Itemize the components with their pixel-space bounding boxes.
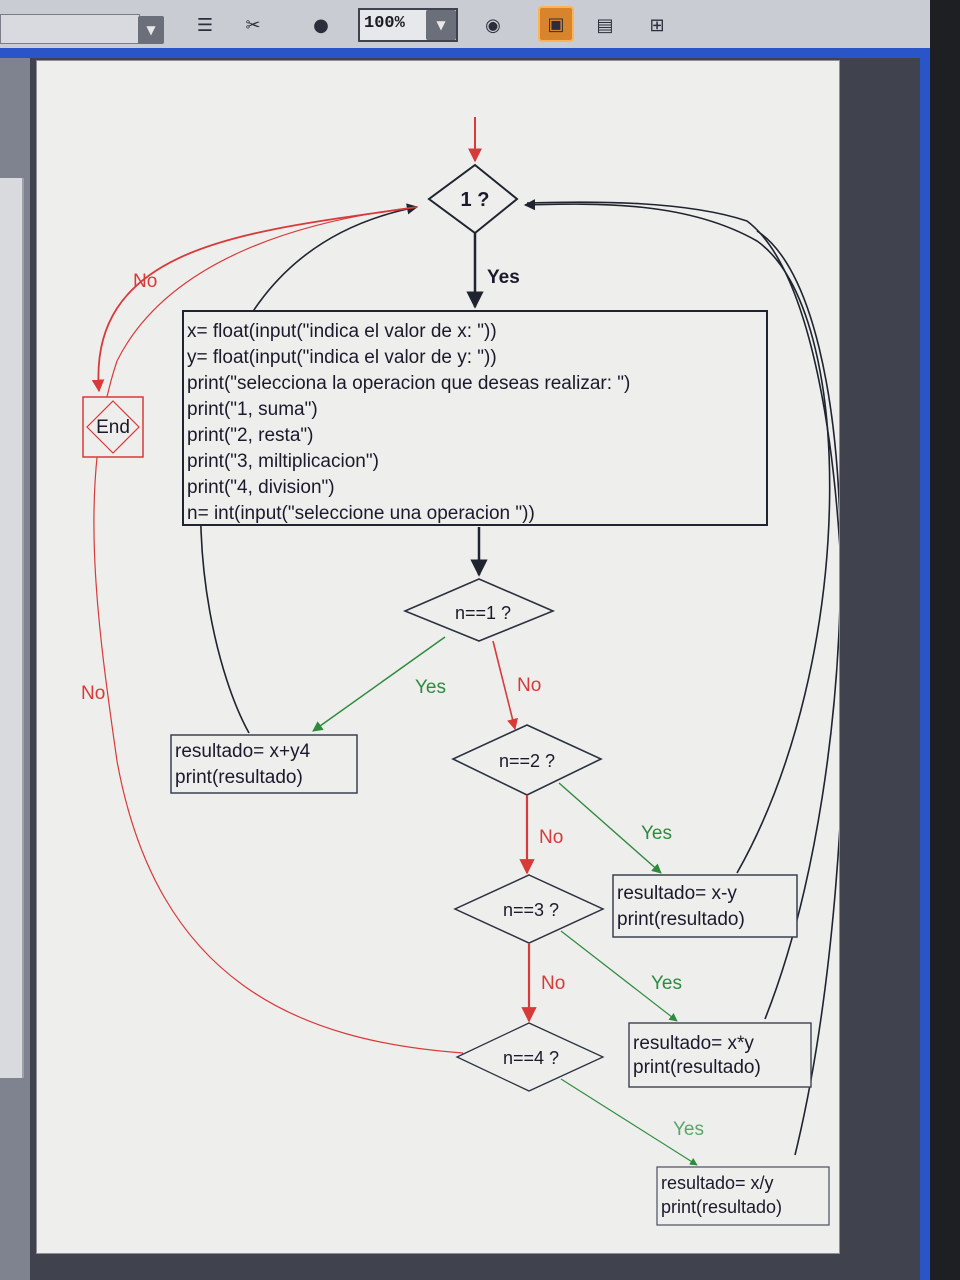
decision-label: n==2 ?	[499, 751, 555, 771]
no-label: No	[81, 683, 105, 704]
decision-label: n==3 ?	[503, 900, 559, 920]
loop-connector	[523, 199, 831, 874]
yes-connector	[312, 636, 446, 732]
end-label: End	[96, 417, 130, 438]
decision-label: n==4 ?	[503, 1048, 559, 1068]
loop-connector	[526, 201, 839, 1156]
no-connector	[91, 206, 418, 393]
yes-label: Yes	[651, 973, 682, 994]
process-line: n= int(input("seleccione una operacion "…	[187, 503, 535, 524]
result-line: resultado= x-y	[617, 883, 737, 904]
start-decision-label: 1 ?	[461, 189, 490, 211]
left-panel-list[interactable]	[0, 178, 24, 1078]
process-line: print("2, resta")	[187, 425, 313, 446]
process-line: print("selecciona la operacion que desea…	[187, 373, 630, 394]
no-label: No	[539, 827, 563, 848]
start-no-label: No	[133, 271, 157, 292]
process-line: print("4, division")	[187, 477, 335, 498]
left-panel	[0, 58, 30, 1280]
result-line: resultado= x/y	[661, 1173, 774, 1193]
result-line: print(resultado)	[661, 1197, 782, 1217]
canvas-area: 1 ? Yes End No x= float(input("indica el…	[30, 58, 920, 1280]
no-connector	[492, 640, 518, 731]
font-combo-box[interactable]	[0, 14, 140, 44]
process-line: print("3, miltiplicacion")	[187, 451, 379, 472]
yes-connector	[560, 1078, 698, 1166]
decision-n3[interactable]: n==3 ?	[453, 874, 605, 944]
result-line: resultado= x+y4	[175, 741, 311, 762]
start-decision[interactable]: 1 ?	[427, 163, 519, 235]
yes-label: Yes	[641, 823, 672, 844]
result-box-divide[interactable]: resultado= x/y print(resultado)	[656, 1166, 830, 1226]
decision-label: n==1 ?	[455, 603, 511, 623]
palette-icon[interactable]: ●	[313, 14, 329, 36]
process-line: print("1, suma")	[187, 399, 318, 420]
result-line: resultado= x*y	[633, 1033, 754, 1054]
result-box-multiply[interactable]: resultado= x*y print(resultado)	[628, 1022, 812, 1088]
decision-n4[interactable]: n==4 ?	[455, 1022, 605, 1092]
result-line: print(resultado)	[633, 1057, 761, 1078]
no-label: No	[541, 973, 565, 994]
end-terminal[interactable]: End	[82, 396, 144, 458]
globe-icon[interactable]: ◉	[485, 14, 501, 36]
combo-dropdown-arrow-icon[interactable]: ▼	[138, 16, 164, 44]
decision-n2[interactable]: n==2 ?	[451, 724, 603, 796]
zoom-dropdown-arrow-icon[interactable]: ▼	[426, 10, 456, 40]
result-line: print(resultado)	[617, 909, 745, 930]
toolbar: ▼ ☰ ✂ ● 100% ▼ ◉ ▣ ▤ ⊞	[0, 0, 960, 52]
no-connector	[93, 206, 464, 1054]
screen-bezel	[930, 0, 960, 1280]
flowchart-page[interactable]: 1 ? Yes End No x= float(input("indica el…	[36, 60, 840, 1254]
start-yes-label: Yes	[487, 267, 520, 288]
decision-n1[interactable]: n==1 ?	[402, 578, 556, 642]
export-icon[interactable]: ⊞	[649, 14, 665, 36]
yes-label: Yes	[415, 677, 446, 698]
result-box-sum[interactable]: resultado= x+y4 print(resultado)	[170, 734, 358, 794]
process-box[interactable]: x= float(input("indica el valor de x: ")…	[182, 310, 768, 526]
print-icon[interactable]: ▤	[596, 14, 614, 36]
process-line: y= float(input("indica el valor de y: ")…	[187, 347, 497, 368]
result-line: print(resultado)	[175, 767, 303, 788]
save-icon[interactable]: ▣	[538, 6, 574, 42]
process-line: x= float(input("indica el valor de x: ")…	[187, 321, 497, 342]
list-icon[interactable]: ☰	[196, 14, 214, 36]
result-box-subtract[interactable]: resultado= x-y print(resultado)	[612, 874, 798, 938]
yes-connector	[558, 782, 662, 874]
loop-connector	[756, 230, 839, 1020]
yes-label: Yes	[673, 1119, 704, 1140]
no-label: No	[517, 675, 541, 696]
yes-connector	[560, 930, 678, 1022]
cut-icon[interactable]: ✂	[245, 14, 261, 36]
flowchart[interactable]: 1 ? Yes End No x= float(input("indica el…	[37, 61, 839, 1253]
